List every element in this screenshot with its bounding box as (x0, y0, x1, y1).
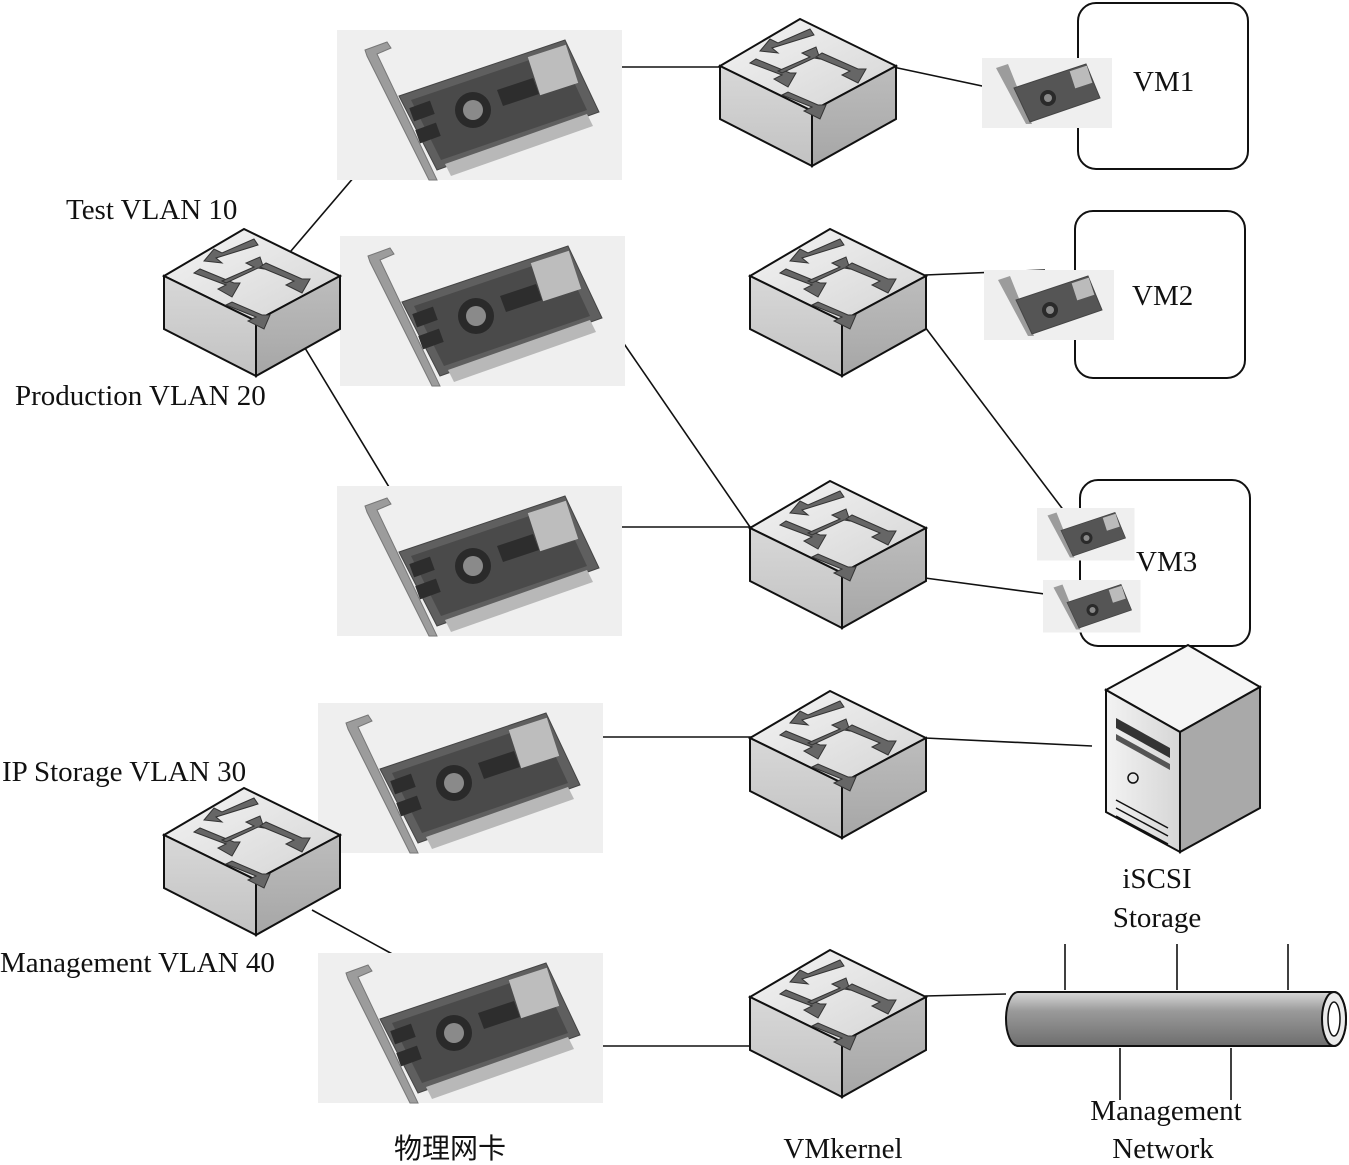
vm3-box (1036, 479, 1251, 647)
ip-storage-vlan-label: IP Storage VLAN 30 (2, 756, 246, 788)
vswitch-2 (749, 228, 927, 377)
production-vlan-label: Production VLAN 20 (15, 380, 266, 412)
iscsi-label: iSCSI (1122, 863, 1191, 895)
physical-nic-caption: 物理网卡 (394, 1132, 506, 1165)
storage-label: Storage (1113, 902, 1202, 934)
vm3-label: VM3 (1136, 546, 1197, 578)
management-network-pipe (1005, 944, 1347, 1100)
vm1-box (981, 2, 1249, 170)
physical-nic-4 (317, 702, 604, 854)
vswitch-storage (749, 690, 927, 839)
test-vlan-label: Test VLAN 10 (66, 194, 237, 226)
physical-nic-1 (336, 29, 623, 181)
iscsi-server-icon (1103, 643, 1263, 854)
physical-switch-lower (163, 787, 341, 936)
management-vlan-label: Management VLAN 40 (0, 947, 275, 979)
vswitch-1 (719, 18, 897, 167)
vm1-label: VM1 (1133, 66, 1194, 98)
physical-nic-3 (336, 485, 623, 637)
vmkernel-caption: VMkernel (783, 1133, 902, 1165)
management-network-label-line2: Network (1112, 1133, 1214, 1165)
vswitch-3 (749, 480, 927, 629)
vm2-box (983, 210, 1246, 379)
physical-switch-upper (163, 228, 341, 377)
physical-nic-5 (317, 952, 604, 1104)
vswitch-vmkernel (749, 949, 927, 1098)
physical-nic-2 (339, 235, 626, 387)
management-network-label-line1: Management (1090, 1095, 1241, 1127)
vm2-label: VM2 (1132, 280, 1193, 312)
